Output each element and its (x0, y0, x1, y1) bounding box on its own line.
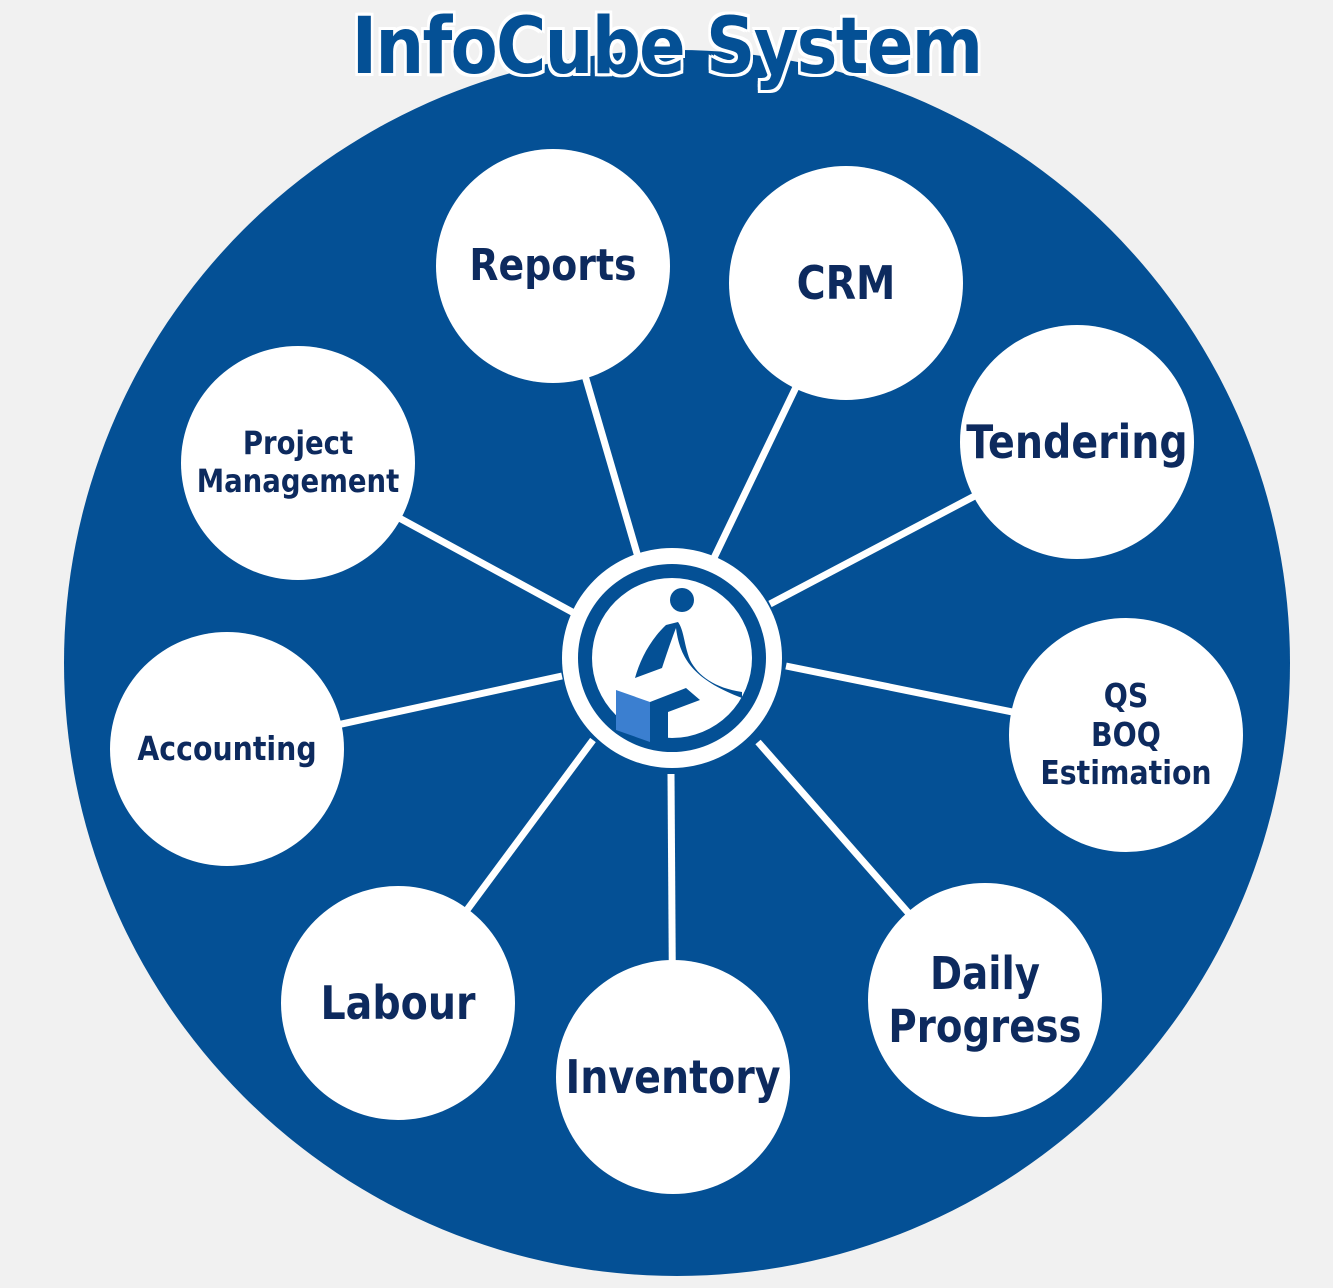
spokes (336, 373, 1016, 965)
node-circle-labour (281, 886, 515, 1120)
spoke-qs-boq-estimation (785, 662, 1016, 716)
node-circle-inventory (556, 960, 790, 1194)
node-circle-project-management (181, 346, 415, 580)
spoke-inventory (667, 773, 676, 965)
node-circle-daily-progress (868, 883, 1102, 1117)
node-circle-qs-boq-estimation (1009, 618, 1243, 852)
logo-box-left (616, 690, 650, 742)
node-label-tendering: Tendering (966, 414, 1188, 469)
spoke-tendering (768, 491, 979, 608)
node-label-inventory: Inventory (565, 1049, 781, 1104)
node-circle-tendering (960, 325, 1194, 559)
spoke-project-management (395, 513, 576, 617)
page-title: InfoCube System (351, 2, 984, 92)
logo-box-right (650, 688, 700, 742)
logo-head-dot (670, 588, 694, 612)
spoke-reports (581, 373, 642, 558)
spoke-labour (462, 737, 596, 915)
node-label-reports: Reports (469, 240, 637, 292)
node-label-project-management: Project Management (196, 424, 400, 500)
node-circles (110, 149, 1243, 1194)
spoke-accounting (336, 672, 563, 729)
logo-body-shape (635, 622, 742, 698)
node-label-crm: CRM (796, 255, 896, 310)
node-label-accounting: Accounting (137, 728, 317, 768)
center-hub (562, 548, 782, 768)
node-label-labour: Labour (320, 975, 476, 1030)
node-label-daily-progress: Daily Progress (888, 946, 1082, 1053)
node-label-qs-boq-estimation: QS BOQ Estimation (1040, 675, 1212, 793)
node-circle-accounting (110, 632, 344, 866)
spoke-crm (709, 383, 801, 562)
node-circle-crm (729, 166, 963, 400)
infocube-logo-icon (616, 588, 742, 742)
node-circle-reports (436, 149, 670, 383)
spoke-daily-progress (755, 739, 913, 918)
